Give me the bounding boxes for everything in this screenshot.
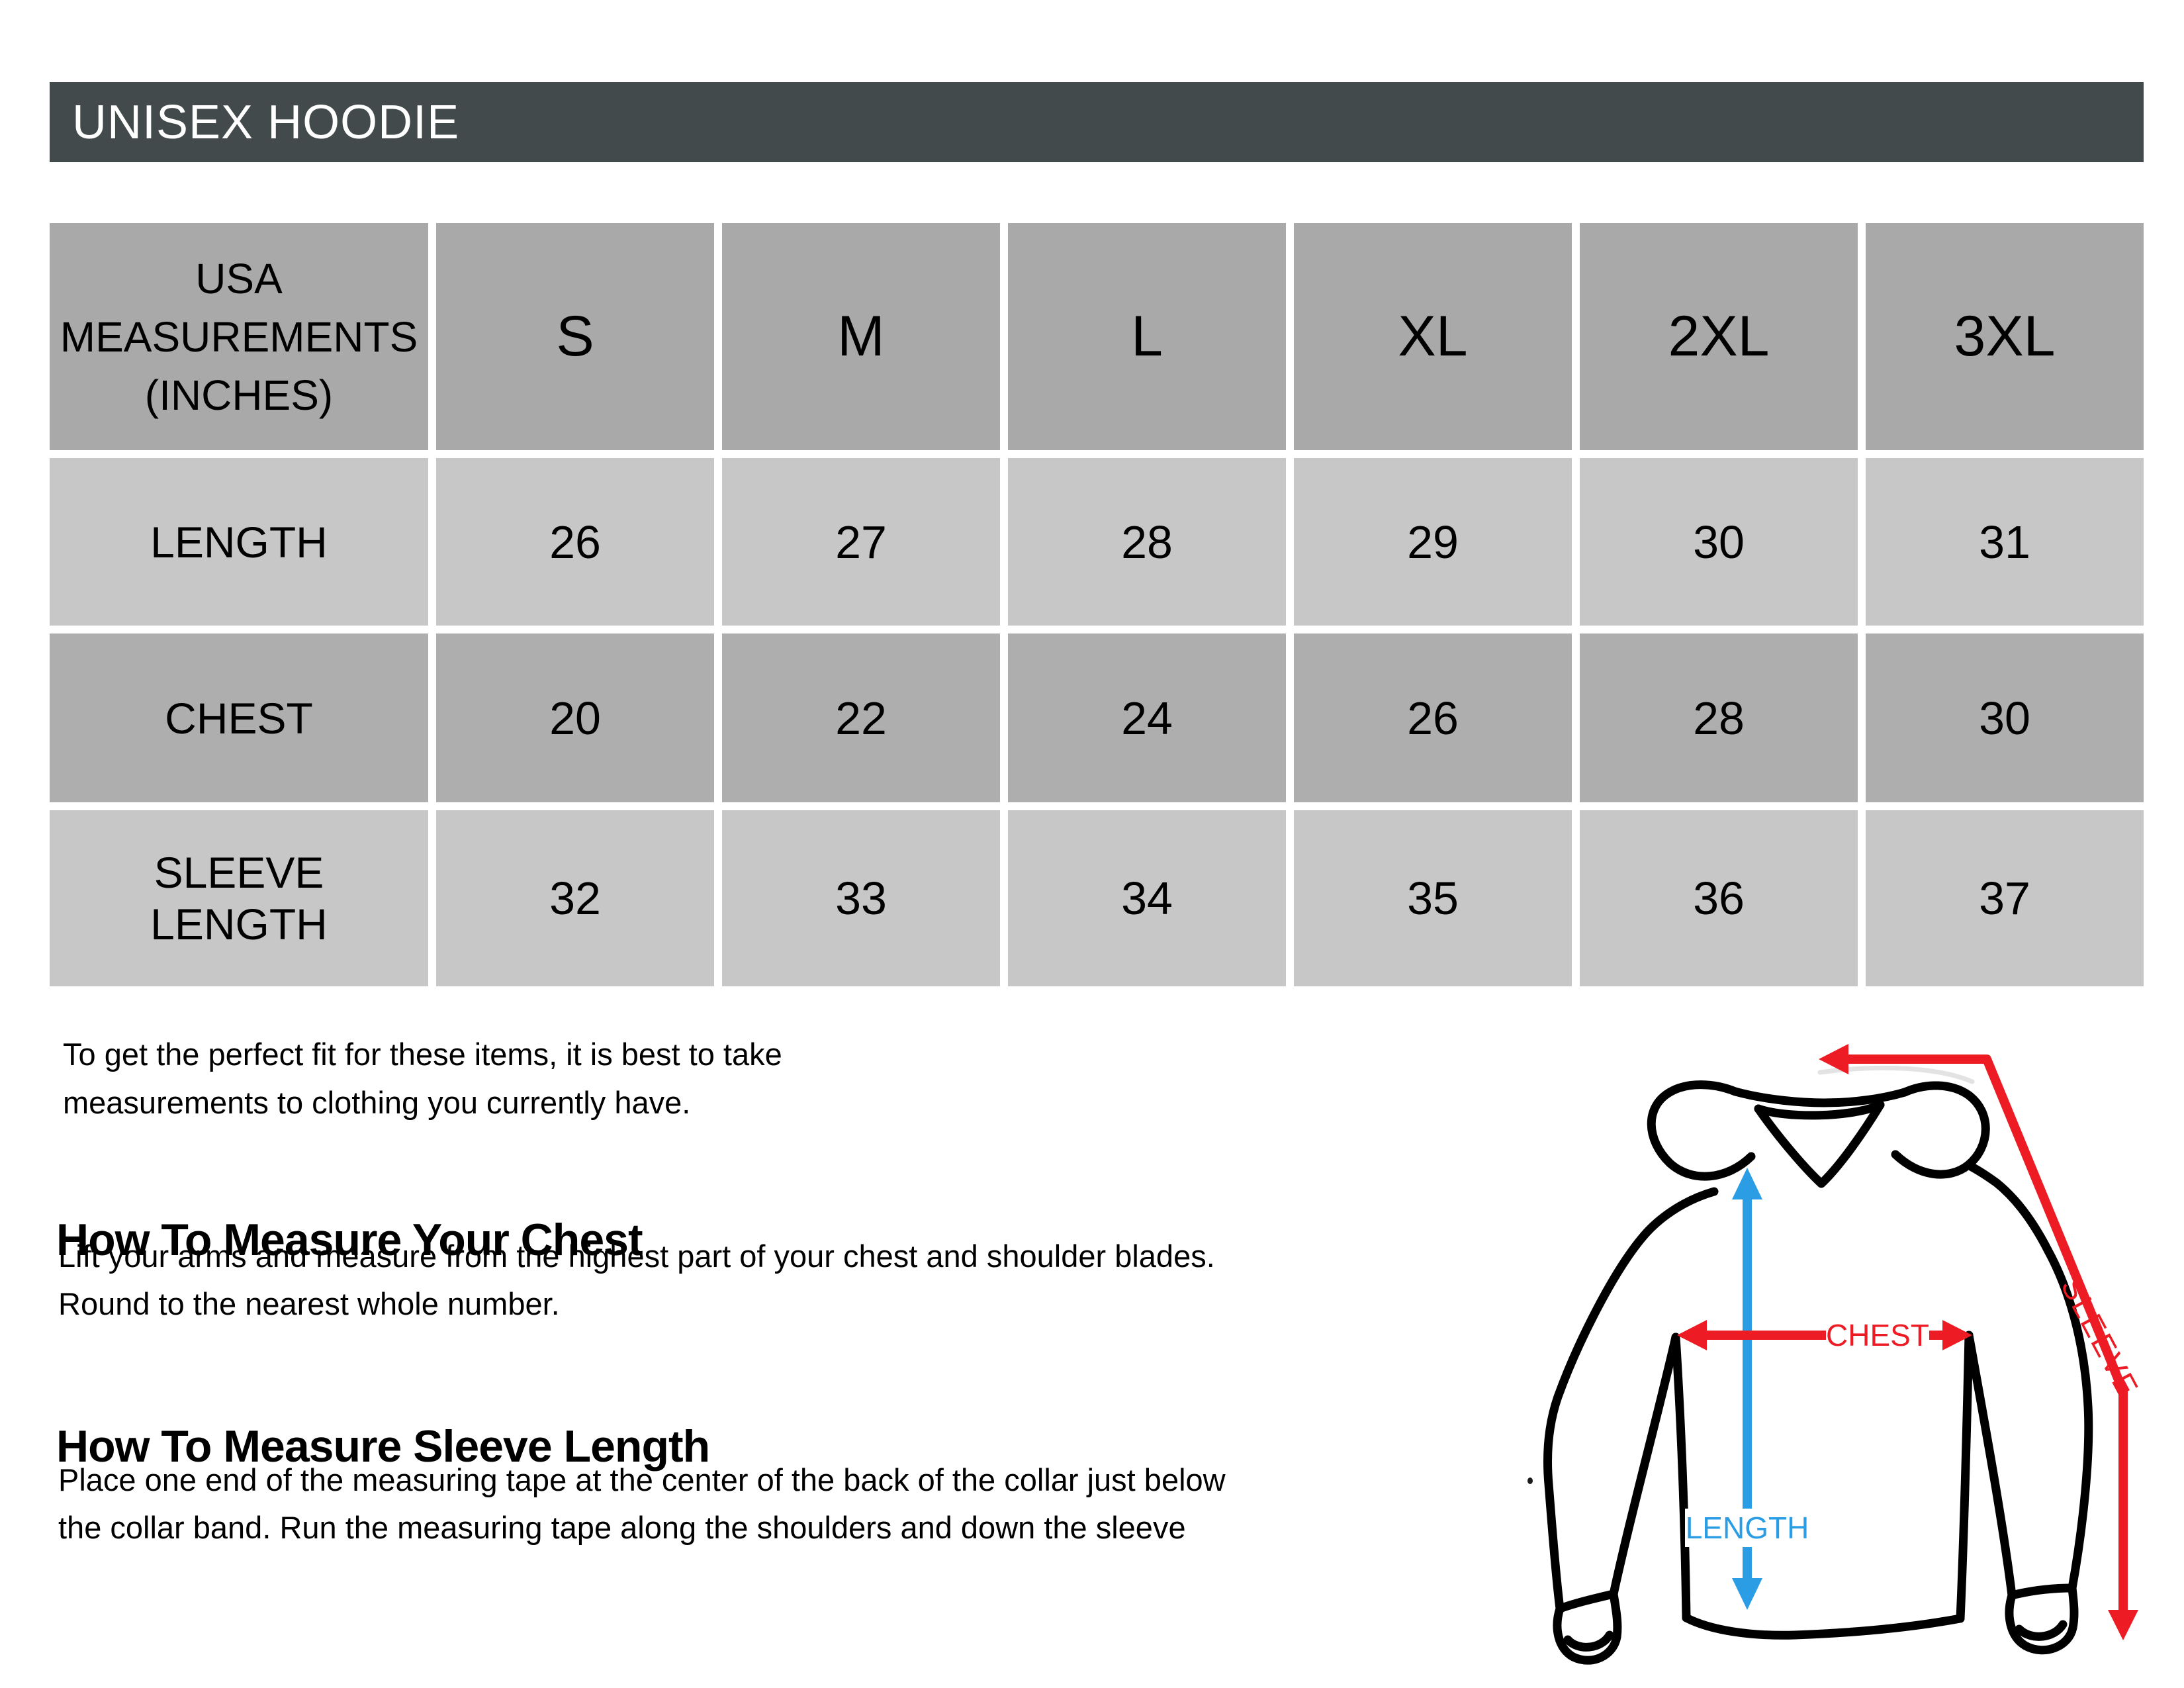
- right-sleeve-outer: [1992, 1178, 2093, 1593]
- value-cell: 20: [436, 633, 714, 802]
- value-cell: 26: [1294, 633, 1572, 802]
- stray-mark: [1527, 1477, 1533, 1484]
- chest-label-backing: [1826, 1317, 1929, 1354]
- right-shoulder: [1964, 1160, 2001, 1188]
- text-line: Round to the nearest whole number.: [58, 1286, 560, 1321]
- fit-note: To get the perfect fit for these items, …: [63, 1030, 782, 1127]
- hoodie-measurement-diagram: LENGTH CHEST: [1509, 1026, 2184, 1688]
- hood-right-curl: [1891, 1081, 1990, 1179]
- value-cell: 28: [1008, 458, 1286, 626]
- hem: [1682, 1613, 1965, 1640]
- row-label-chest: CHEST: [50, 633, 428, 802]
- value-cell: 33: [722, 810, 1000, 986]
- value-cell: 22: [722, 633, 1000, 802]
- value-cell: 30: [1866, 633, 2144, 802]
- value-cell: 32: [436, 810, 714, 986]
- sleeve-arrow-shaft: [1833, 1055, 2128, 1613]
- value-cell: 31: [1866, 458, 2144, 626]
- length-arrow: LENGTH: [1685, 1168, 1809, 1610]
- size-col-header-2xl: 2XL: [1580, 223, 1858, 450]
- left-cuff-top: [1555, 1589, 1618, 1613]
- corner-header-cell: USA MEASUREMENTS (INCHES): [50, 223, 428, 450]
- value-cell: 35: [1294, 810, 1572, 986]
- left-cuff-outline: [1553, 1589, 1622, 1665]
- right-cuff-outline: [2005, 1583, 2079, 1655]
- heading-measure-sleeve: How To Measure Sleeve Length: [56, 1421, 710, 1472]
- right-cuff-inner-arc: [2015, 1620, 2068, 1641]
- chest-arrowhead-right: [1942, 1320, 1972, 1350]
- value-cell: 28: [1580, 633, 1858, 802]
- left-sleeve-inner: [1609, 1333, 1680, 1599]
- measure-sleeve-instructions: Place one end of the measuring tape at t…: [58, 1456, 1226, 1552]
- measure-chest-instructions: Lift your arms and measure from the high…: [58, 1233, 1215, 1328]
- value-cell: 26: [436, 458, 714, 626]
- sleeve-label: SLEEVE: [2054, 1272, 2146, 1403]
- length-arrowhead-up: [1732, 1168, 1762, 1199]
- right-cuff-top: [2007, 1583, 2077, 1600]
- value-cell: 37: [1866, 810, 2144, 986]
- chest-label: CHEST: [1826, 1318, 1929, 1352]
- size-table: USA MEASUREMENTS (INCHES) S M L XL 2XL 3…: [50, 223, 2144, 986]
- size-col-header-l: L: [1008, 223, 1286, 450]
- size-col-header-m: M: [722, 223, 1000, 450]
- value-cell: 24: [1008, 633, 1286, 802]
- value-cell: 27: [722, 458, 1000, 626]
- left-sleeve-outer: [1543, 1187, 1719, 1613]
- value-cell: 29: [1294, 458, 1572, 626]
- hood-top-edge: [1731, 1087, 1909, 1107]
- sleeve-arrowhead-left: [1819, 1044, 1848, 1074]
- right-sleeve-inner: [1964, 1331, 2017, 1600]
- left-cuff-inner-arc: [1563, 1630, 1614, 1652]
- length-arrowhead-down: [1732, 1578, 1762, 1610]
- title-bar: UNISEX HOODIE: [50, 82, 2144, 162]
- size-col-header-s: S: [436, 223, 714, 450]
- row-label-sleeve-length: SLEEVE LENGTH: [50, 810, 428, 986]
- sleeve-arrowhead-down: [2108, 1610, 2138, 1640]
- length-label: LENGTH: [1686, 1511, 1809, 1545]
- chest-arrow-heads-and-label: CHEST: [1677, 1318, 1972, 1352]
- sleeve-line: [1833, 1055, 2128, 1613]
- row-label-length: LENGTH: [50, 458, 428, 626]
- chest-arrowhead-left: [1677, 1320, 1707, 1350]
- corner-line: MEASUREMENTS: [60, 312, 418, 361]
- hoodie-diagram-svg: LENGTH CHEST: [1543, 1044, 2146, 1665]
- corner-line: (INCHES): [144, 371, 334, 419]
- chest-arrow: CHEST: [1677, 1317, 1972, 1354]
- torso-right: [1956, 1331, 1974, 1623]
- corner-line: USA: [195, 254, 283, 303]
- size-col-header-xl: XL: [1294, 223, 1572, 450]
- text-line: Place one end of the measuring tape at t…: [58, 1462, 1226, 1497]
- length-label-backing: [1685, 1509, 1809, 1547]
- heading-measure-chest: How To Measure Your Chest: [56, 1215, 643, 1266]
- torso-left: [1671, 1333, 1691, 1622]
- v-neck: [1754, 1100, 1885, 1188]
- hood-left-curl: [1647, 1080, 1756, 1181]
- text-line: measurements to clothing you currently h…: [63, 1085, 691, 1120]
- length-arrow-heads-and-label: LENGTH: [1686, 1168, 1809, 1610]
- hoodie-outline: [1543, 1080, 2093, 1665]
- value-cell: 30: [1580, 458, 1858, 626]
- text-line: To get the perfect fit for these items, …: [63, 1037, 782, 1072]
- text-line: the collar band. Run the measuring tape …: [58, 1510, 1186, 1545]
- value-cell: 36: [1580, 810, 1858, 986]
- value-cell: 34: [1008, 810, 1286, 986]
- collar-top-edge: [1754, 1100, 1885, 1120]
- size-col-header-3xl: 3XL: [1866, 223, 2144, 450]
- text-line: Lift your arms and measure from the high…: [58, 1239, 1215, 1274]
- page-title: UNISEX HOODIE: [72, 95, 460, 149]
